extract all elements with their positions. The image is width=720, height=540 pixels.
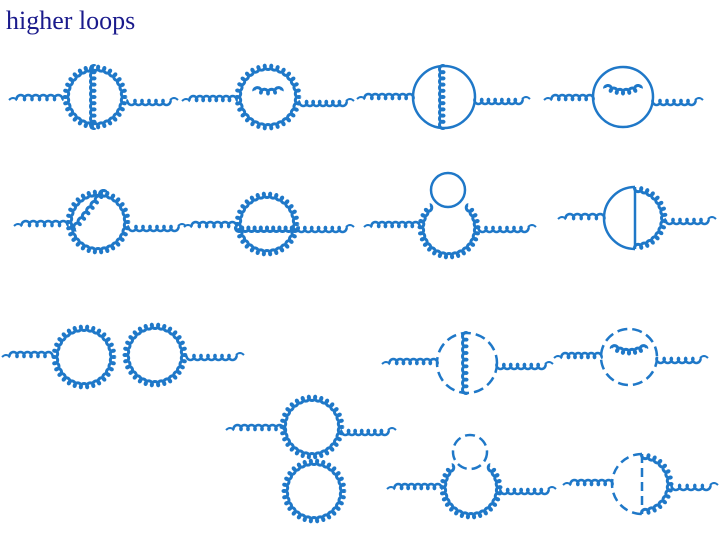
gluon-loop xyxy=(234,63,302,131)
diagram-d1 xyxy=(8,63,179,131)
fermion-loop xyxy=(591,65,655,129)
leg-left xyxy=(232,423,285,432)
leg-left-hook xyxy=(557,216,567,220)
diagram-d9 xyxy=(1,322,245,390)
leg-right-hook xyxy=(235,352,245,356)
leg-right-hook xyxy=(387,427,397,431)
leg-right-hook xyxy=(521,96,531,100)
leg-right-hook xyxy=(707,216,717,220)
leg-left-hook xyxy=(543,97,553,101)
leg-right xyxy=(499,487,550,496)
diagram-d2 xyxy=(181,63,355,131)
gluon-arc xyxy=(603,83,643,96)
leg-right-hook xyxy=(544,361,554,365)
gluon-arc xyxy=(609,344,649,356)
leg-right-hook xyxy=(694,97,704,101)
page-title: higher loops xyxy=(6,6,136,35)
diagram-d6 xyxy=(183,191,355,257)
fermion-bubble xyxy=(429,171,467,209)
leg-left-hook xyxy=(386,486,396,490)
gluon-loop xyxy=(439,463,503,520)
gluon-chord xyxy=(438,63,446,131)
leg-right xyxy=(126,98,172,107)
leg-right xyxy=(127,224,180,233)
diagram-d8 xyxy=(557,185,717,251)
leg-left xyxy=(15,93,64,102)
leg-left-hook xyxy=(225,427,235,431)
gluon-bubble-top xyxy=(279,394,345,460)
leg-left xyxy=(363,92,415,101)
leg-left-hook xyxy=(553,355,563,359)
ghost-loop xyxy=(435,331,499,395)
gluon-right-arc xyxy=(632,185,668,251)
leg-left-hook xyxy=(356,96,366,100)
leg-right-hook xyxy=(527,224,537,228)
diagram-d5 xyxy=(13,188,187,255)
leg-left xyxy=(569,478,614,487)
gluon-bubble-right xyxy=(122,322,188,388)
leg-right xyxy=(670,483,712,492)
leg-right-hook xyxy=(345,224,355,228)
leg-right xyxy=(340,428,390,437)
gluon-chord xyxy=(461,331,469,395)
leg-left xyxy=(370,220,421,229)
gluon-right-arc xyxy=(640,452,674,516)
fermion-left-arc xyxy=(602,185,636,251)
diagram-d13 xyxy=(386,433,557,520)
leg-left xyxy=(564,212,606,221)
leg-left xyxy=(393,482,443,491)
diagram-d14 xyxy=(562,452,719,516)
diagram-d4 xyxy=(543,65,704,129)
diagram-d3 xyxy=(356,63,531,131)
leg-right-hook xyxy=(345,98,355,102)
leg-left xyxy=(8,350,54,359)
leg-right xyxy=(473,97,524,106)
diagram-d12 xyxy=(225,394,397,524)
gluon-chord xyxy=(89,63,97,131)
ghost-loop xyxy=(599,327,659,387)
gluon-loop xyxy=(234,191,300,257)
leg-right-hook xyxy=(709,482,719,486)
leg-right xyxy=(477,225,530,234)
diagram-d7 xyxy=(363,171,537,260)
diagram-d10 xyxy=(381,331,554,395)
leg-left-hook xyxy=(381,361,391,365)
gluon-bubble-left xyxy=(51,324,117,390)
leg-left xyxy=(190,220,238,229)
leg-left-hook xyxy=(1,354,11,358)
gluon-chord xyxy=(72,188,108,232)
leg-left xyxy=(560,351,603,360)
gluon-loop xyxy=(65,189,131,255)
gluon-loop xyxy=(62,64,128,130)
leg-left xyxy=(550,93,595,102)
leg-right xyxy=(495,362,547,371)
leg-right xyxy=(185,353,238,362)
leg-left-hook xyxy=(13,223,23,227)
leg-right xyxy=(655,356,702,365)
leg-right xyxy=(296,225,348,234)
gluon-arc xyxy=(252,86,284,96)
ghost-left-arc xyxy=(610,452,643,516)
leg-left-hook xyxy=(363,224,373,228)
gluon-through-line xyxy=(233,225,301,233)
leg-left-hook xyxy=(562,482,572,486)
leg-left xyxy=(188,94,238,103)
ghost-bubble xyxy=(451,433,489,471)
leg-right xyxy=(664,217,710,226)
leg-right xyxy=(651,98,697,107)
gluon-bubble-bottom xyxy=(281,458,347,524)
leg-left xyxy=(20,219,69,228)
gluon-loop xyxy=(417,203,481,260)
leg-right-hook xyxy=(699,355,709,359)
leg-right-hook xyxy=(169,97,179,101)
leg-left-hook xyxy=(183,224,193,228)
leg-left xyxy=(388,357,439,366)
leg-right xyxy=(298,99,348,108)
leg-left-hook xyxy=(8,97,18,101)
leg-left-hook xyxy=(181,98,191,102)
leg-right-hook xyxy=(547,486,557,490)
diagram-d11 xyxy=(553,327,709,387)
